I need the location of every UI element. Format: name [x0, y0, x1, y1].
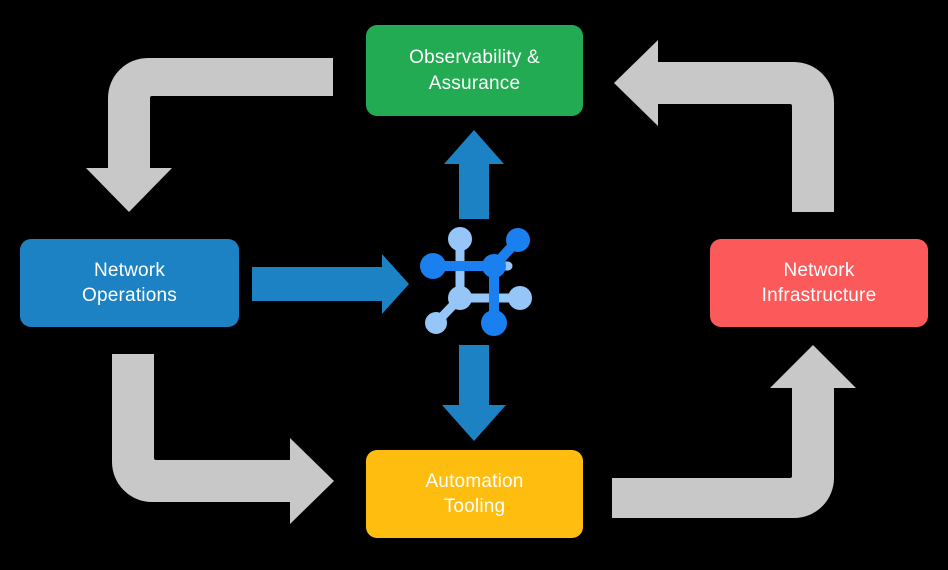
box-network-infrastructure[interactable]: Network Infrastructure — [710, 239, 928, 327]
cycle-arrow-observability-to-ops — [86, 58, 333, 212]
network-topology-icon — [420, 227, 532, 336]
accent-arrow-center-to-automation — [442, 345, 506, 441]
cycle-arrow-automation-to-infrastructure — [612, 345, 856, 518]
network-icon-nodes-secondary — [425, 227, 532, 334]
box-observability-label: Observability & Assurance — [409, 47, 540, 94]
box-network-infrastructure-label: Network Infrastructure — [761, 259, 877, 306]
box-automation-tooling[interactable]: Automation Tooling — [366, 450, 583, 538]
box-automation-tooling-label: Automation Tooling — [425, 470, 524, 517]
accent-arrow-center-to-observability — [444, 130, 504, 219]
cycle-arrow-ops-to-automation — [112, 354, 334, 524]
accent-arrow-ops-to-center — [252, 254, 409, 314]
box-network-operations[interactable]: Network Operations — [20, 239, 239, 327]
box-observability-assurance[interactable]: Observability & Assurance — [366, 25, 583, 116]
network-icon-nodes-primary — [420, 228, 530, 336]
box-network-operations-label: Network Operations — [82, 259, 177, 306]
cycle-arrow-infrastructure-to-observability — [614, 40, 834, 212]
